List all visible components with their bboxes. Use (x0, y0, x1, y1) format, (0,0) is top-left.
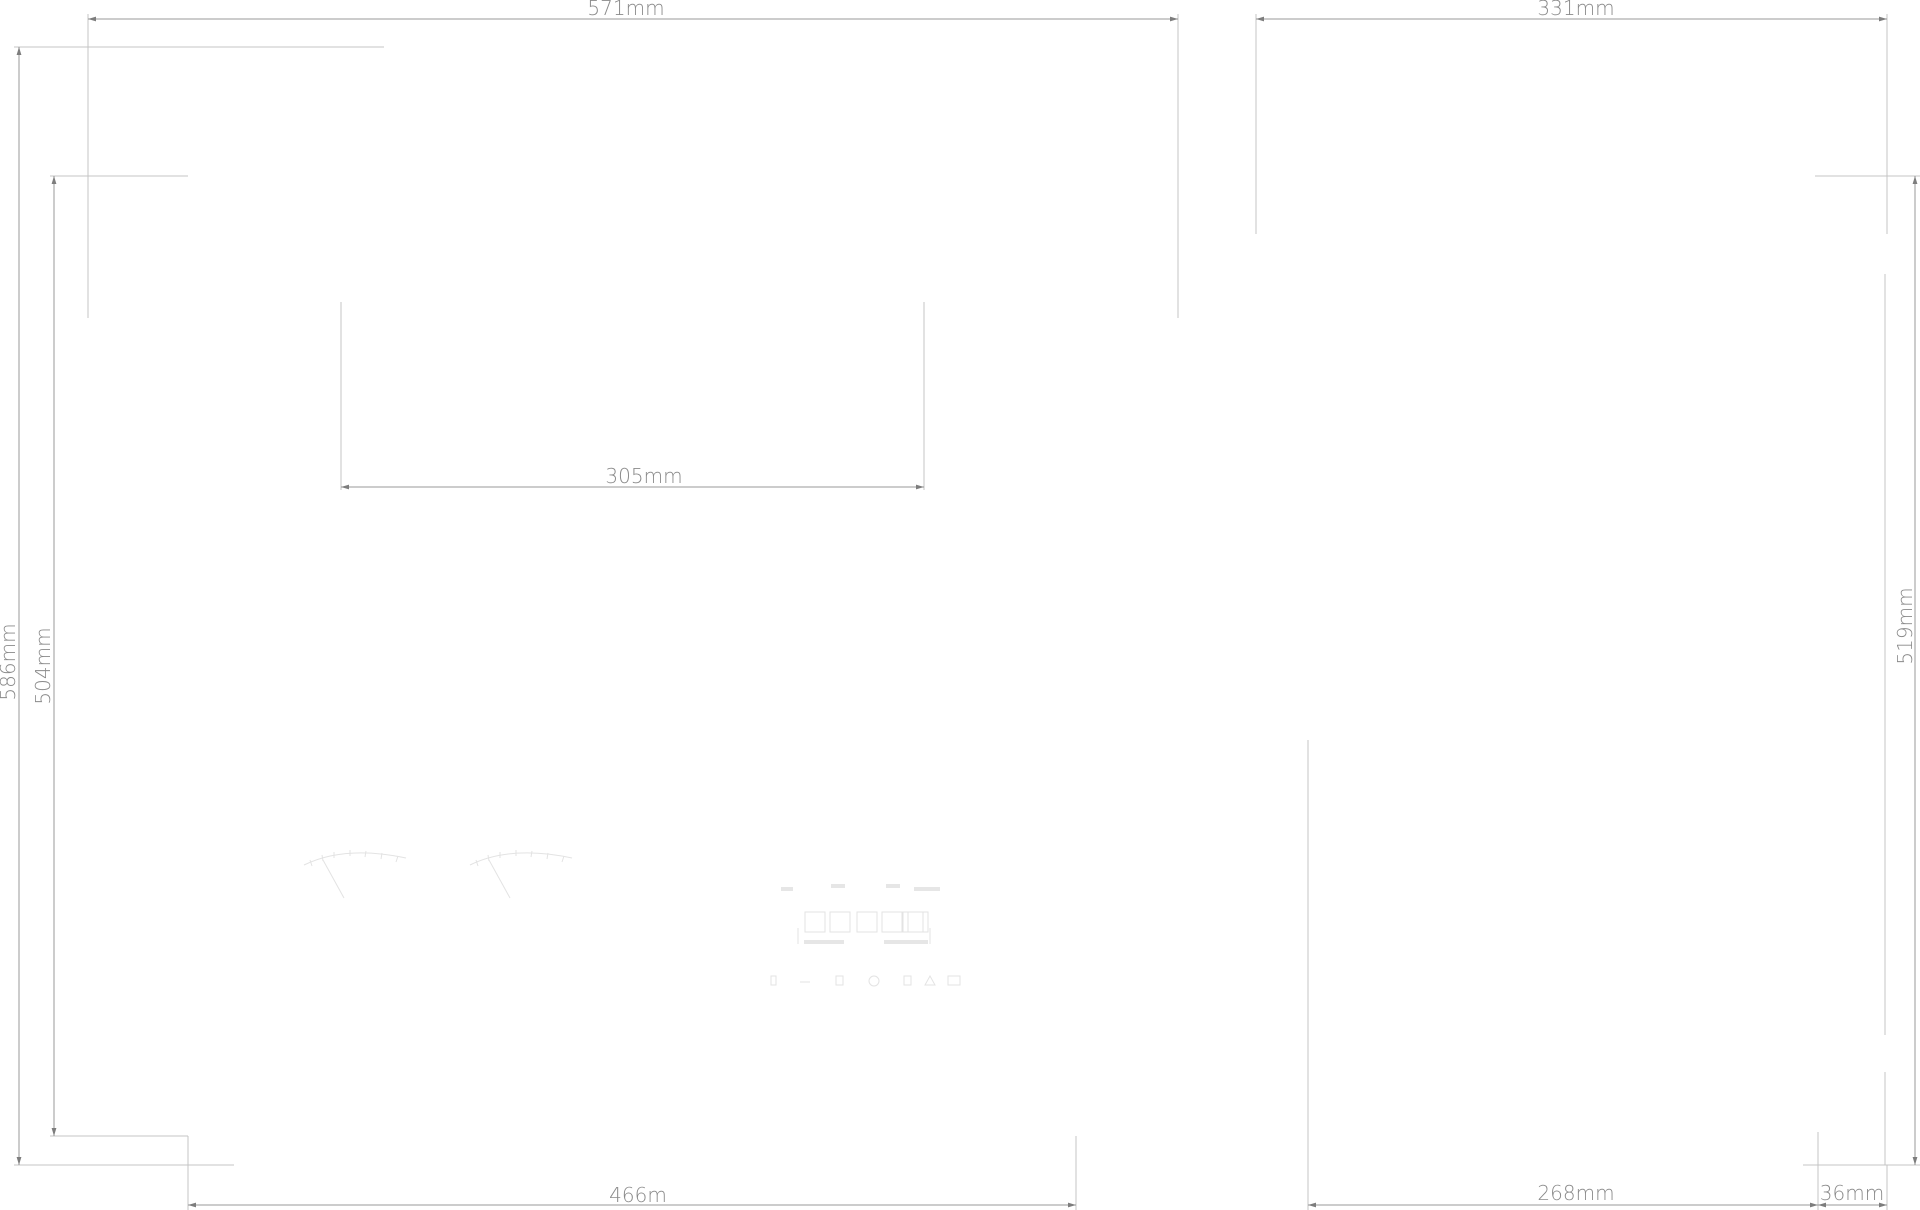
dimension-left-outer-height: 586mm (0, 46, 384, 1166)
dim-label-bottom-width: 466m (609, 1183, 667, 1207)
dimension-left-inner-height: 504mm (31, 175, 188, 1137)
dim-label-bottom-right-small: 36mm (1820, 1181, 1884, 1205)
vu-meter-right (469, 850, 573, 899)
dim-label-right-height: 519mm (1893, 587, 1917, 664)
dim-label-left-inner: 504mm (31, 627, 55, 704)
segment-display (781, 884, 940, 944)
dimension-top-left-width: 571mm (87, 0, 1179, 318)
vu-meter-left (303, 850, 407, 899)
dim-label-top-right: 331mm (1537, 0, 1614, 20)
dim-label-inner-width: 305mm (605, 464, 682, 488)
dimension-right-height: 519mm (1803, 175, 1920, 1166)
dim-label-left-outer: 586mm (0, 623, 20, 700)
dimension-bottom-right-small: 36mm (1818, 1165, 1888, 1210)
dim-label-top-left: 571mm (587, 0, 664, 20)
dimension-top-right-width: 331mm (1255, 0, 1888, 234)
dimension-inner-width: 305mm (340, 302, 925, 490)
icon-row (770, 974, 961, 987)
dim-label-bottom-right: 268mm (1537, 1181, 1614, 1205)
dimension-bottom-right-width: 268mm (1307, 740, 1819, 1210)
dimension-bottom-width: 466m (187, 1136, 1077, 1210)
